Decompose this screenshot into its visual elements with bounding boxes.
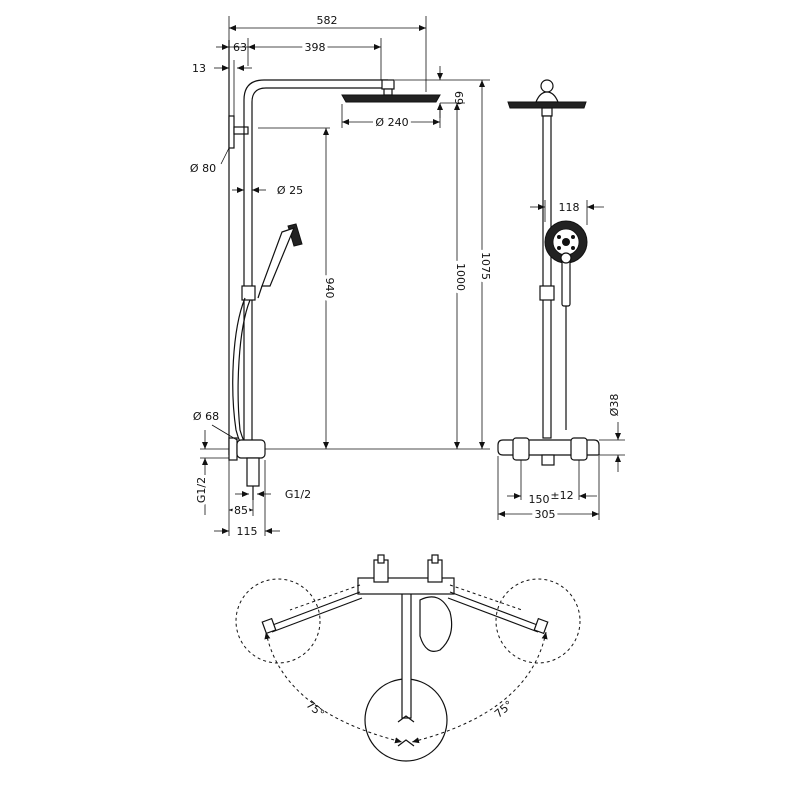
- angle-left-label: 75°: [304, 698, 327, 720]
- overhead-shower-front: [507, 101, 587, 109]
- overhead-top-knob: [540, 79, 554, 93]
- thermostat-body: [236, 439, 266, 459]
- riser-front: [542, 115, 552, 439]
- hand-shower-side: [257, 223, 303, 299]
- left-handle: [512, 437, 530, 461]
- side-view: 582 63 398 13 Ø 80 Ø 240 69 Ø 25 940 100…: [190, 14, 496, 538]
- dim-115-label: 115: [237, 525, 258, 538]
- dim-thread-right-label: G1/2: [285, 488, 311, 501]
- top-view: 75° 75°: [235, 554, 581, 762]
- riser-pipe-outer: [243, 79, 388, 458]
- overhead-stem: [541, 107, 553, 117]
- overhead-joint: [383, 88, 393, 96]
- hose-inner: [237, 299, 253, 459]
- dim-tolerance-label: ±12: [550, 489, 573, 502]
- dim-1075-label: 1075: [479, 252, 492, 280]
- right-handle: [570, 437, 588, 461]
- overhead-shower-head: [341, 94, 441, 103]
- left-arm-top: [269, 591, 361, 627]
- dim-398-label: 398: [305, 41, 326, 54]
- right-arm-top: [449, 591, 541, 627]
- dim-118-label: 118: [559, 201, 580, 214]
- left-swing-circle: [235, 578, 321, 664]
- front-view: 118 Ø38 150 ±12 305: [497, 79, 625, 524]
- dim-dia240-label: Ø 240: [375, 116, 408, 129]
- dim-13-label: 13: [192, 62, 206, 75]
- arm-top: [401, 589, 412, 719]
- dim-63-label: 63: [233, 41, 247, 54]
- wall-bracket-arm: [233, 126, 249, 135]
- angle-right-label: 75°: [492, 698, 515, 720]
- dim-85-label: 85: [234, 504, 248, 517]
- hand-shower-front: [544, 220, 588, 307]
- dim-thread-left-label: G1/2: [195, 477, 208, 503]
- dim-dia38-label: Ø38: [608, 394, 621, 417]
- wall-bracket-plate: [228, 115, 235, 149]
- dim-582-label: 582: [317, 14, 338, 27]
- spout-front: [541, 454, 555, 466]
- dim-dia68-label: Ø 68: [193, 410, 219, 423]
- dim-150-label: 150: [529, 493, 550, 506]
- dim-dia80-label: Ø 80: [190, 162, 216, 175]
- dim-dia25-label: Ø 25: [277, 184, 303, 197]
- dim-69-label: 69: [452, 91, 465, 105]
- overhead-dome: [535, 91, 559, 103]
- left-angle-arc: [264, 631, 403, 744]
- overhead-connector: [381, 79, 395, 90]
- wall-escutcheon: [228, 437, 238, 461]
- right-swing-circle: [495, 578, 581, 664]
- riser-pipe-inner: [251, 87, 388, 458]
- dim-1000-label: 1000: [454, 263, 467, 291]
- hand-shower-top: [419, 596, 453, 652]
- slider-bracket-front: [539, 285, 555, 301]
- spout: [246, 457, 260, 487]
- right-angle-arc: [411, 631, 548, 744]
- dim-305-label: 305: [535, 508, 556, 521]
- slider-bracket: [241, 285, 256, 301]
- dim-940-label: 940: [323, 278, 336, 299]
